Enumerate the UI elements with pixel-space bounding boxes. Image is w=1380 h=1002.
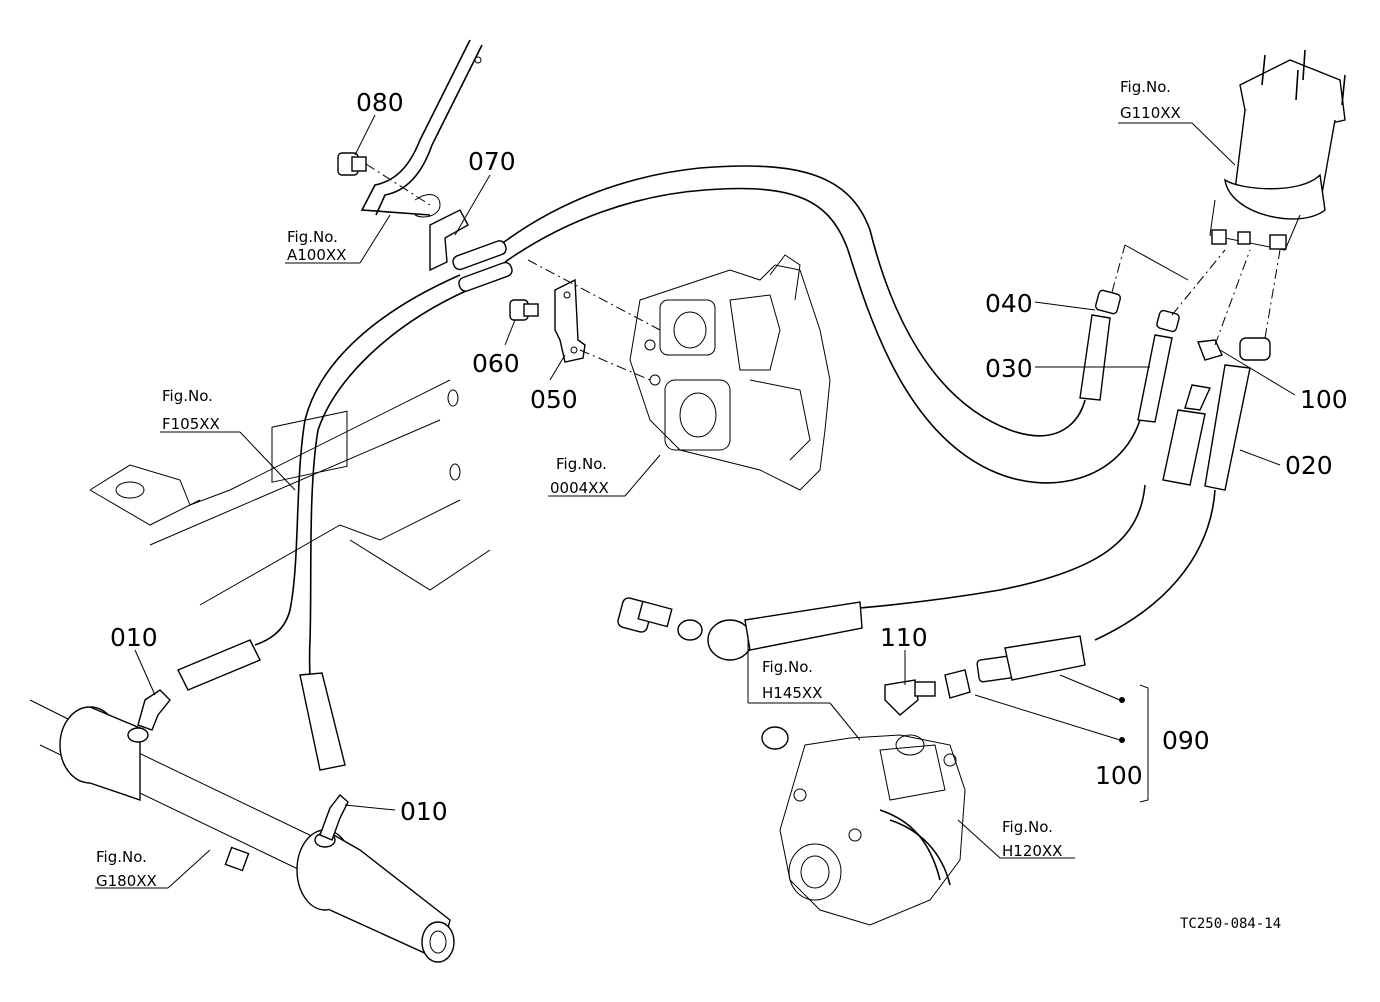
fig-ref-prefix-g180: Fig.No. xyxy=(96,848,147,866)
part-label-110: 110 xyxy=(880,623,928,652)
lower-hose xyxy=(859,484,1216,641)
fig-ref-prefix-h120: Fig.No. xyxy=(1002,818,1053,836)
elbow-010-right xyxy=(299,672,349,841)
figure-refs: Fig.No. A100XX Fig.No. F105XX Fig.No. 00… xyxy=(96,78,1181,890)
drawing-code: TC250-084-14 xyxy=(1180,916,1281,932)
fig-ref-code-a100: A100XX xyxy=(287,246,346,264)
valve-h120 xyxy=(761,726,966,926)
fig-ref-code-f105: F105XX xyxy=(162,415,220,433)
frame-bracket xyxy=(89,379,491,606)
fig-ref-code-h145: H145XX xyxy=(762,684,822,702)
fig-ref-code-0004: 0004XX xyxy=(550,479,609,497)
fitting-110 xyxy=(884,679,936,716)
part-label-040: 040 xyxy=(985,289,1033,318)
part-label-100-lower: 100 xyxy=(1095,761,1143,790)
fig-ref-prefix-f105: Fig.No. xyxy=(162,387,213,405)
part-label-060: 060 xyxy=(472,349,520,378)
bracket-050 xyxy=(527,259,661,381)
part-label-070: 070 xyxy=(468,147,516,176)
engine-block xyxy=(629,254,831,491)
fitting-030 xyxy=(1137,249,1226,423)
fitting-040 xyxy=(1079,244,1189,401)
fitting-020 xyxy=(1204,249,1281,491)
rod-a100 xyxy=(360,39,483,218)
fig-ref-prefix-h145: Fig.No. xyxy=(762,658,813,676)
part-label-100-upper: 100 xyxy=(1300,385,1348,414)
leader-lines xyxy=(95,114,1296,889)
banjo-assembly xyxy=(617,597,863,661)
part-labels: 080 070 060 050 040 030 100 020 010 010 … xyxy=(110,88,1348,826)
fig-ref-code-g110: G110XX xyxy=(1120,104,1181,122)
fig-ref-prefix-0004: Fig.No. xyxy=(556,455,607,473)
adapter-upper xyxy=(1162,384,1212,486)
fig-ref-code-g180: G180XX xyxy=(96,872,157,890)
part-label-050: 050 xyxy=(530,385,578,414)
fitting-100-upper xyxy=(1197,249,1251,361)
long-hose-upper xyxy=(499,165,1141,484)
fitting-100-lower xyxy=(944,669,971,699)
fig-ref-code-h120: H120XX xyxy=(1002,842,1062,860)
adapter-090 xyxy=(974,635,1149,803)
part-label-010-right: 010 xyxy=(400,797,448,826)
part-label-080: 080 xyxy=(356,88,404,117)
bolt-060 xyxy=(509,299,539,321)
left-hose xyxy=(254,274,469,681)
elbow-010-left xyxy=(137,639,261,731)
fig-ref-prefix-g110: Fig.No. xyxy=(1120,78,1171,96)
pump-g110 xyxy=(1209,49,1346,251)
part-label-090: 090 xyxy=(1162,726,1210,755)
cylinder-g180 xyxy=(29,699,455,963)
fig-ref-prefix-a100: Fig.No. xyxy=(287,228,338,246)
bolt-080 xyxy=(337,152,431,206)
part-label-030: 030 xyxy=(985,354,1033,383)
part-label-010-left: 010 xyxy=(110,623,158,652)
clamp-070 xyxy=(429,209,513,292)
part-label-020: 020 xyxy=(1285,451,1333,480)
